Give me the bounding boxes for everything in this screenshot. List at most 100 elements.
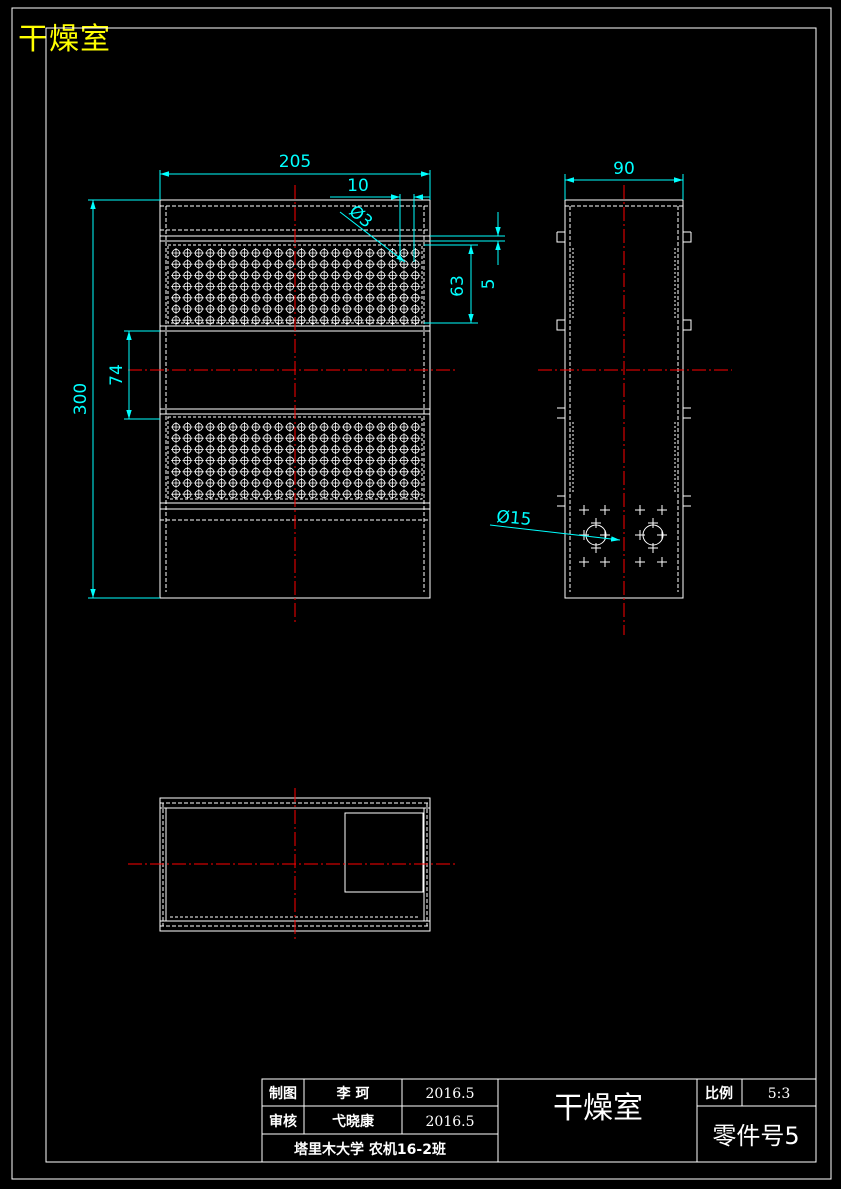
hole-center-mark [364,444,375,455]
scale-value: 5:3 [768,1086,791,1102]
dim-width-label: 205 [279,152,311,172]
hole-center-mark [171,466,181,477]
hole-center-mark [410,259,421,270]
dim-gap-label: 5 [479,279,499,290]
front-dimensions [88,170,505,599]
hole-center-mark [193,270,204,281]
hole-center-mark [387,444,398,455]
hole-center-mark [273,422,284,432]
hole-center-mark [342,489,352,500]
hole-center-mark [228,315,238,326]
hole-center-mark [228,444,238,455]
hole-center-mark [250,478,261,488]
hole-center-mark [307,422,318,432]
hole-center-mark [342,248,352,258]
hole-center-mark [319,466,330,477]
hole-center-mark [182,315,193,326]
hole-center-mark [262,478,273,488]
hole-cross-mark [591,543,601,553]
hole-center-mark [387,433,398,444]
hole-center-mark [387,478,398,488]
hole-center-mark [205,433,216,444]
hole-cross-mark [657,505,667,515]
hole-center-mark [273,489,284,500]
hole-center-mark [205,478,216,488]
hole-center-mark [296,433,307,444]
hole-center-mark [250,455,261,466]
hole-center-mark [228,292,238,303]
hole-center-mark [342,304,352,314]
hole-center-mark [193,292,204,303]
hole-center-mark [171,315,181,326]
hole-center-mark [342,270,352,281]
hole-center-mark [410,489,421,500]
hole-center-mark [171,248,181,258]
hole-center-mark [239,304,250,314]
hole-center-mark [171,444,181,455]
hole-center-mark [205,292,216,303]
hole-center-mark [410,478,421,488]
hole-center-mark [250,270,261,281]
hole-center-mark [342,478,352,488]
hole-center-mark [376,281,387,292]
hole-center-mark [330,466,341,477]
side-centerlines [538,185,732,635]
hole-center-mark [216,292,227,303]
hole-center-mark [182,433,193,444]
hole-center-mark [364,466,375,477]
hole-center-mark [353,466,364,477]
hole-center-mark [342,422,352,432]
hole-center-mark [319,270,330,281]
hole-center-mark [353,433,364,444]
hole-center-mark [193,455,204,466]
hole-center-mark [285,248,295,258]
hole-center-mark [319,259,330,270]
dim-panel-height-label: 63 [448,275,468,297]
hole-center-mark [239,444,250,455]
hole-center-mark [387,455,398,466]
hole-center-mark [239,422,250,432]
hole-center-mark [330,259,341,270]
hole-center-mark [307,292,318,303]
hole-center-mark [239,466,250,477]
hole-center-mark [250,422,261,432]
hole-center-mark [285,455,295,466]
dim-middle-label: 74 [107,364,127,386]
hole-center-mark [205,444,216,455]
hole-center-mark [307,466,318,477]
hole-center-mark [205,259,216,270]
hole-center-mark [376,478,387,488]
hole-center-mark [319,281,330,292]
hole-center-mark [250,433,261,444]
hole-center-mark [387,489,398,500]
dim-total-height-label: 300 [71,383,91,415]
hole-center-mark [216,281,227,292]
hole-cross-mark [579,557,589,567]
hole-center-mark [250,281,261,292]
hole-center-mark [262,259,273,270]
hole-center-mark [319,478,330,488]
hole-center-mark [399,315,409,326]
hole-center-mark [182,455,193,466]
top-centerlines [128,788,455,940]
hole-center-mark [228,248,238,258]
hole-center-mark [364,422,375,432]
hole-center-mark [364,304,375,314]
hole-center-mark [193,444,204,455]
checked-date: 2016.5 [426,1114,475,1130]
hole-center-mark [273,315,284,326]
hole-center-mark [193,489,204,500]
hole-center-mark [250,304,261,314]
hole-center-mark [273,281,284,292]
hole-center-mark [376,259,387,270]
hole-center-mark [273,270,284,281]
hole-center-mark [239,270,250,281]
hole-center-mark [307,455,318,466]
outer-border [11,7,832,1180]
hole-center-mark [410,444,421,455]
hole-center-mark [171,455,181,466]
hole-center-mark [262,281,273,292]
hole-center-mark [342,455,352,466]
hole-center-mark [193,304,204,314]
hole-center-mark [273,259,284,270]
